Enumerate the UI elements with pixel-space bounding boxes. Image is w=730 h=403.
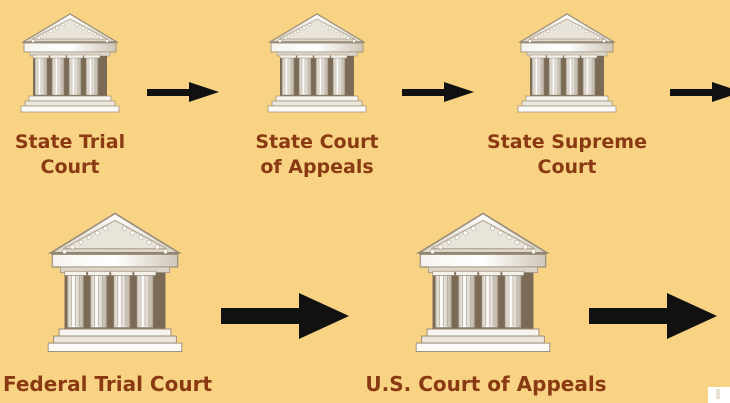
court-label-federal-trial: Federal Trial Court: [2, 372, 213, 396]
court-label-state-trial: State Trial Court: [14, 131, 126, 178]
arrow-right-icon: [402, 82, 474, 102]
court-label-state-supreme: State Supreme Court: [487, 131, 647, 178]
corner-mark: [708, 387, 730, 403]
courthouse-icon: [15, 8, 125, 118]
arrow-right-icon: [221, 293, 349, 339]
arrow-right-icon: [589, 293, 717, 339]
courthouse-icon: [408, 205, 558, 360]
arrow-right-icon: [670, 82, 730, 102]
courthouse-icon: [512, 8, 622, 118]
court-label-state-appeals: State Court of Appeals: [255, 131, 379, 178]
court-label-us-appeals: U.S. Court of Appeals: [365, 372, 607, 396]
courthouse-icon: [40, 205, 190, 360]
courthouse-icon: [262, 8, 372, 118]
arrow-right-icon: [147, 82, 219, 102]
